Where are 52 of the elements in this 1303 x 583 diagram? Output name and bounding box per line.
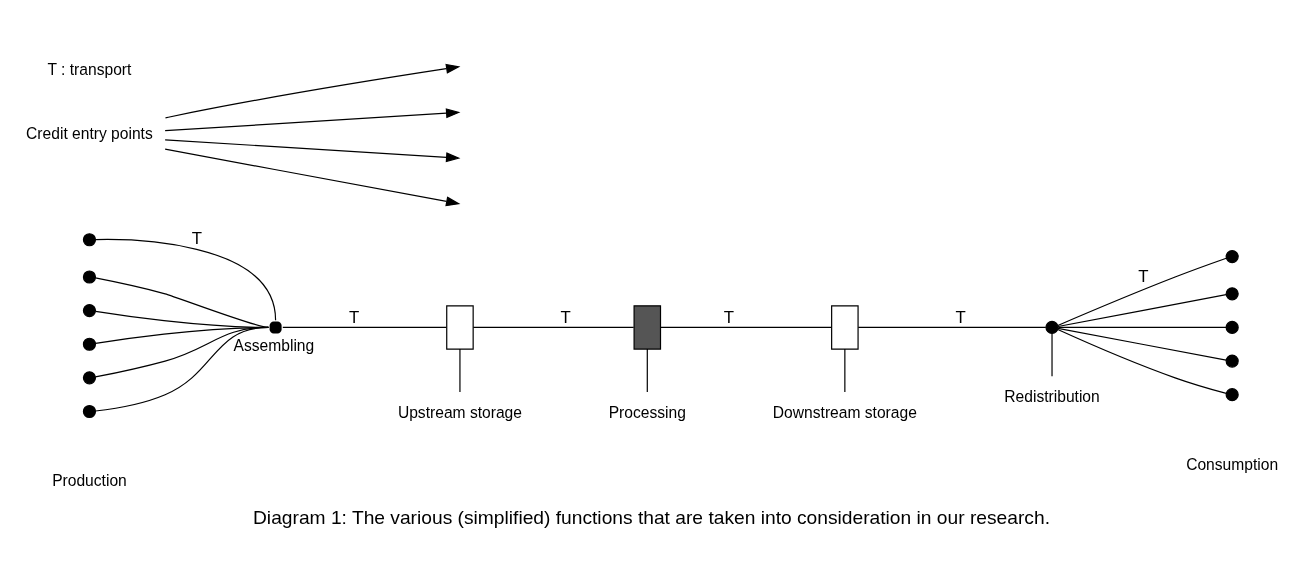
edge-label: T [723, 307, 735, 327]
edge-label: T [560, 307, 571, 327]
connector [282, 326, 447, 328]
arrow [164, 148, 461, 206]
connector [857, 326, 1047, 328]
node-box [446, 304, 474, 350]
node-circle [1225, 249, 1239, 263]
node-text: Credit entry points [26, 124, 153, 142]
node-circle [1045, 320, 1059, 334]
node-circle [82, 269, 97, 284]
edge-label: T [191, 228, 203, 248]
edge-label: T [955, 307, 966, 327]
node-circle [82, 337, 97, 351]
node-text: Processing [608, 403, 686, 421]
connector [1057, 327, 1227, 361]
node-circle [82, 404, 97, 418]
node-circle [82, 232, 97, 246]
node-text: Upstream storage [397, 403, 522, 421]
node-circle [82, 303, 97, 317]
node-circle [1225, 286, 1239, 300]
node-box [633, 304, 662, 350]
edge-label: T [349, 307, 360, 327]
caption: Diagram 1: The various (simplified) functions that are taken into consideration in our research. [253, 506, 1050, 528]
label: T : transport [47, 60, 132, 77]
connector [660, 326, 833, 328]
connector [646, 348, 648, 393]
node-circle [1225, 387, 1239, 401]
connector [94, 326, 269, 412]
arrow [164, 107, 461, 131]
connector [1057, 293, 1227, 327]
arrow [164, 63, 461, 118]
edge-label: T [1138, 266, 1149, 286]
connector [1057, 326, 1227, 328]
node-box [831, 304, 859, 350]
node-circle [1225, 353, 1239, 368]
node-text: Downstream storage [772, 403, 917, 421]
node-circle [269, 320, 282, 333]
arrow [164, 138, 461, 162]
label: Production [52, 471, 127, 489]
node-circle [82, 370, 97, 384]
node-circle [1225, 320, 1239, 334]
label: Consumption [1186, 455, 1279, 473]
connector [459, 348, 461, 393]
connector [1057, 328, 1227, 394]
connector [844, 348, 846, 393]
connector [95, 238, 277, 321]
connector [1057, 257, 1227, 326]
connector [94, 276, 269, 328]
node-label: Assembling [233, 336, 315, 354]
connector [1051, 332, 1053, 377]
node-text: Redistribution [1004, 387, 1100, 405]
connector [472, 326, 635, 328]
